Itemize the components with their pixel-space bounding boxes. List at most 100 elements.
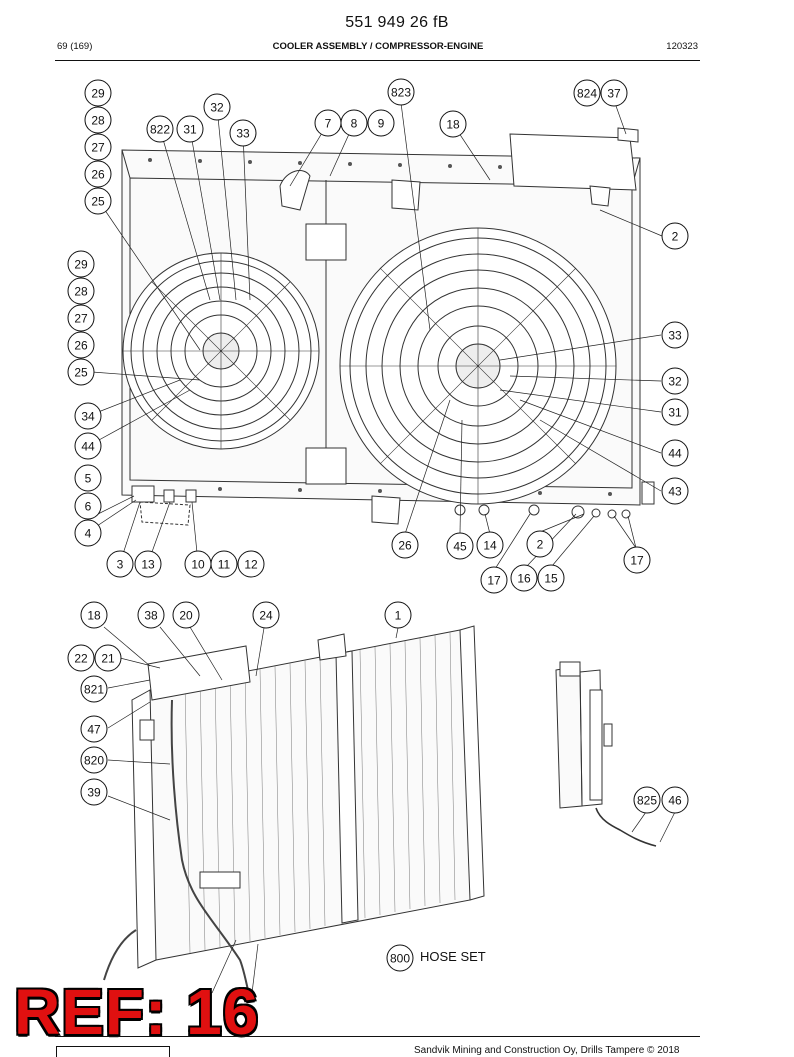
svg-text:823: 823 bbox=[391, 86, 411, 100]
top-callout-11: 11 bbox=[210, 550, 238, 578]
top-callout-18: 18 bbox=[439, 110, 467, 138]
top-callout-32: 32 bbox=[203, 93, 231, 121]
top-callout-4: 4 bbox=[74, 519, 102, 547]
top-callout-12: 12 bbox=[237, 550, 265, 578]
svg-text:29: 29 bbox=[74, 258, 88, 272]
top-callout-26: 26 bbox=[391, 531, 419, 559]
lower-callout-20: 20 bbox=[172, 601, 200, 629]
page-number: 69 (169) bbox=[57, 41, 93, 52]
svg-text:2: 2 bbox=[537, 538, 544, 552]
lower-callout-47: 47 bbox=[80, 715, 108, 743]
svg-text:4: 4 bbox=[85, 527, 92, 541]
svg-text:46: 46 bbox=[668, 794, 682, 808]
svg-text:44: 44 bbox=[81, 440, 95, 454]
svg-text:43: 43 bbox=[668, 485, 682, 499]
top-callout-25: 25 bbox=[67, 358, 95, 386]
lower-callout-821: 821 bbox=[80, 675, 108, 703]
svg-text:18: 18 bbox=[446, 118, 460, 132]
top-callout-28: 28 bbox=[67, 277, 95, 305]
svg-text:47: 47 bbox=[87, 723, 101, 737]
top-callout-13: 13 bbox=[134, 550, 162, 578]
svg-text:11: 11 bbox=[218, 558, 231, 572]
top-callout-44: 44 bbox=[74, 432, 102, 460]
document-number: 551 949 26 fB bbox=[345, 14, 449, 31]
svg-text:824: 824 bbox=[577, 87, 597, 101]
top-callout-2: 2 bbox=[661, 222, 689, 250]
top-callout-29: 29 bbox=[67, 250, 95, 278]
date-code: 120323 bbox=[666, 41, 698, 52]
top-callout-5: 5 bbox=[74, 464, 102, 492]
top-callout-33: 33 bbox=[229, 119, 257, 147]
svg-text:822: 822 bbox=[150, 123, 170, 137]
top-callout-9: 9 bbox=[367, 109, 395, 137]
top-callout-3: 3 bbox=[106, 550, 134, 578]
lower-callout-39: 39 bbox=[80, 778, 108, 806]
radiator-side-view bbox=[555, 661, 657, 847]
top-callout-822: 822 bbox=[146, 115, 174, 143]
svg-text:25: 25 bbox=[91, 195, 105, 209]
top-callout-34: 34 bbox=[74, 402, 102, 430]
top-callout-31: 31 bbox=[661, 398, 689, 426]
header-rule bbox=[55, 60, 700, 61]
section-title: COOLER ASSEMBLY / COMPRESSOR-ENGINE bbox=[272, 41, 484, 52]
svg-text:17: 17 bbox=[487, 574, 501, 588]
top-callout-823: 823 bbox=[387, 78, 415, 106]
top-callout-17: 17 bbox=[480, 566, 508, 594]
svg-text:26: 26 bbox=[91, 168, 105, 182]
brand-logo-box bbox=[56, 1046, 170, 1057]
svg-text:45: 45 bbox=[453, 540, 467, 554]
svg-text:20: 20 bbox=[179, 609, 193, 623]
svg-text:26: 26 bbox=[398, 539, 412, 553]
svg-text:28: 28 bbox=[91, 114, 105, 128]
top-callout-44: 44 bbox=[661, 439, 689, 467]
svg-text:24: 24 bbox=[259, 609, 273, 623]
svg-text:34: 34 bbox=[81, 410, 95, 424]
svg-text:31: 31 bbox=[183, 123, 197, 137]
svg-text:800: 800 bbox=[390, 952, 410, 966]
leader-lines-side bbox=[631, 811, 676, 843]
svg-text:31: 31 bbox=[668, 406, 682, 420]
lower-callout-800: 800 bbox=[386, 944, 414, 972]
top-callout-25: 25 bbox=[84, 187, 112, 215]
lower-callout-24: 24 bbox=[252, 601, 280, 629]
svg-text:26: 26 bbox=[74, 339, 88, 353]
svg-text:29: 29 bbox=[91, 87, 105, 101]
top-callout-43: 43 bbox=[661, 477, 689, 505]
lower-callout-1: 1 bbox=[384, 601, 412, 629]
svg-text:10: 10 bbox=[191, 558, 205, 572]
leader-lines-lower bbox=[103, 626, 399, 994]
svg-text:38: 38 bbox=[144, 609, 158, 623]
lower-callout-22: 22 bbox=[67, 644, 95, 672]
svg-text:821: 821 bbox=[84, 683, 104, 697]
svg-text:17: 17 bbox=[630, 554, 644, 568]
svg-text:12: 12 bbox=[244, 558, 258, 572]
svg-text:21: 21 bbox=[101, 652, 115, 666]
svg-text:16: 16 bbox=[517, 572, 531, 586]
svg-text:28: 28 bbox=[74, 285, 88, 299]
top-callout-32: 32 bbox=[661, 367, 689, 395]
svg-text:32: 32 bbox=[668, 375, 682, 389]
top-callout-45: 45 bbox=[446, 532, 474, 560]
hose-set-label: HOSE SET bbox=[420, 949, 486, 964]
svg-text:8: 8 bbox=[351, 117, 358, 131]
top-callout-6: 6 bbox=[74, 492, 102, 520]
top-callout-33: 33 bbox=[661, 321, 689, 349]
lower-callout-21: 21 bbox=[94, 644, 122, 672]
radiator-front-view bbox=[121, 127, 655, 526]
reference-stamp: REF: 16 bbox=[14, 976, 260, 1048]
svg-text:33: 33 bbox=[236, 127, 250, 141]
svg-text:22: 22 bbox=[74, 652, 88, 666]
svg-text:27: 27 bbox=[74, 312, 88, 326]
top-callout-27: 27 bbox=[67, 304, 95, 332]
svg-text:820: 820 bbox=[84, 754, 104, 768]
top-callout-27: 27 bbox=[84, 133, 112, 161]
footer-copyright: Sandvik Mining and Construction Oy, Dril… bbox=[414, 1045, 680, 1056]
svg-text:825: 825 bbox=[637, 794, 657, 808]
svg-text:13: 13 bbox=[141, 558, 155, 572]
top-callout-26: 26 bbox=[67, 331, 95, 359]
svg-text:14: 14 bbox=[483, 539, 497, 553]
svg-text:15: 15 bbox=[544, 572, 558, 586]
svg-text:37: 37 bbox=[607, 87, 621, 101]
lower-callout-46: 46 bbox=[661, 786, 689, 814]
